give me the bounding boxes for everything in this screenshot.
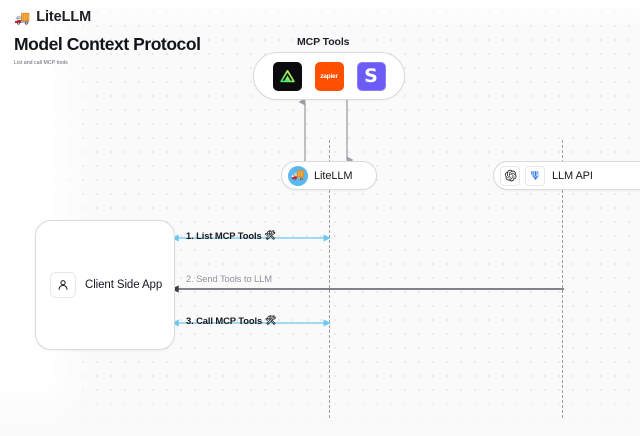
canvas-top-fade [0, 0, 640, 30]
message-2-text: 2. Send Tools to LLM [186, 273, 272, 284]
letter-s-glyph: S [364, 64, 378, 87]
tool-chip-dark-triangle[interactable] [272, 61, 302, 91]
mcp-tools-label: MCP Tools [297, 36, 350, 48]
mcp-litellm-flow-arrows [298, 98, 354, 164]
canvas-left-fade [0, 0, 92, 436]
canvas-bottom-fade [0, 376, 640, 436]
tool-chip-zapier[interactable]: zapier [314, 61, 344, 91]
litellm-truck-avatar-icon: 🚚 [288, 165, 308, 186]
llm-api-node[interactable]: LLM API [493, 161, 640, 190]
message-1-text: 1. List MCP Tools [186, 230, 262, 241]
app-header: 🚚 LiteLLM Model Context Protocol List an… [0, 0, 640, 66]
message-2-label: 2. Send Tools to LLM [186, 273, 272, 284]
zapier-wordmark: zapier [320, 72, 338, 80]
message-1-label: 1. List MCP Tools 🛠 [186, 230, 276, 241]
message-2-arrow [171, 285, 564, 293]
tool-chip-slack-s[interactable]: S [356, 61, 386, 91]
page-subtitle: List and call MCP tools [14, 60, 68, 66]
hammer-and-wrench-icon: 🛠 [265, 315, 277, 325]
message-3-arrow [171, 319, 331, 327]
client-side-app-label: Client Side App [85, 279, 163, 291]
hammer-and-wrench-icon: 🛠 [264, 230, 276, 240]
client-side-app-node[interactable]: Client Side App [35, 220, 175, 350]
truck-icon: 🚚 [14, 9, 31, 25]
message-1-arrow [171, 234, 331, 242]
llm-api-node-label: LLM API [552, 169, 593, 182]
person-icon [50, 272, 76, 298]
litellm-node-label: LiteLLM [314, 169, 353, 182]
brand-name: LiteLLM [36, 9, 92, 25]
litellm-avatar-glyph: 🚚 [291, 169, 305, 181]
anthropic-vertex-logo-icon [525, 165, 545, 186]
mcp-tools-node[interactable]: zapier S [253, 52, 405, 100]
lifeline-litellm [329, 140, 330, 418]
lifeline-llm-api [562, 140, 563, 418]
openai-logo-icon [500, 165, 520, 186]
message-3-label: 3. Call MCP Tools 🛠 [186, 315, 277, 326]
message-3-text: 3. Call MCP Tools [186, 315, 263, 326]
brand-row[interactable]: 🚚 LiteLLM [14, 9, 640, 25]
litellm-node[interactable]: 🚚 LiteLLM [281, 161, 377, 190]
page-title: Model Context Protocol [14, 34, 201, 54]
